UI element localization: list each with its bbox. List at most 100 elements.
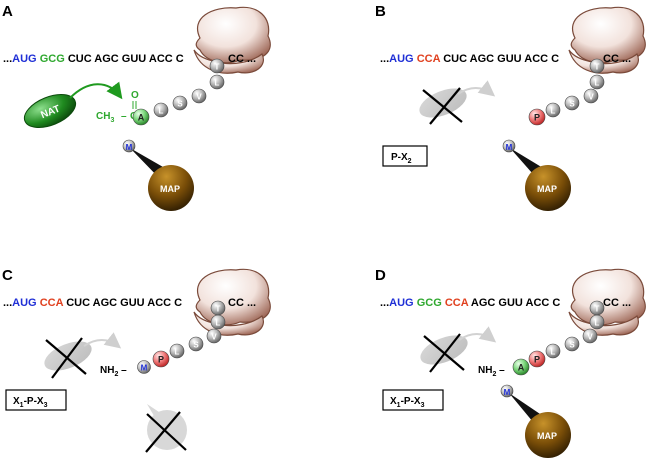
panel-letter: D xyxy=(375,267,386,284)
motif-label: P-X2 xyxy=(391,152,412,165)
mrna-tail: CC ... xyxy=(228,297,256,309)
svg-text:M: M xyxy=(504,388,511,397)
amino-acid-bead xyxy=(545,102,561,118)
mrna-tail: CC ... xyxy=(603,53,631,65)
amino-acid-bead xyxy=(589,300,605,316)
amino-acid-label: P xyxy=(534,355,540,365)
motif-label: X1-P-X3 xyxy=(13,396,48,409)
panel-letter: B xyxy=(375,3,386,20)
amino-acid-label: T xyxy=(595,63,600,72)
amino-acid-label: L xyxy=(175,348,180,357)
bead-met xyxy=(500,384,514,398)
panel-a: A ...AUG GCG CUC AGC GUU ACC C CC ... NA… xyxy=(2,3,271,211)
block-cross xyxy=(146,413,187,451)
amino-acid-label: L xyxy=(215,79,220,88)
amino-acid-label: S xyxy=(569,100,575,109)
amino-acid-label: A xyxy=(518,363,525,373)
mrna-sequence: ...AUG CCA CUC AGC GUU ACC C xyxy=(3,297,182,309)
amino-acid-label: T xyxy=(215,63,220,72)
svg-text:M: M xyxy=(126,143,133,152)
amino-acid-label: P xyxy=(534,113,540,123)
amino-acid-label: S xyxy=(177,100,183,109)
amino-acid-bead xyxy=(172,95,188,111)
amino-acid-label: P xyxy=(158,355,164,365)
ribosome xyxy=(568,268,646,336)
amino-terminus: NH2 – xyxy=(478,365,505,378)
amino-acid-label: A xyxy=(138,113,145,123)
amino-acid-label: T xyxy=(595,305,600,314)
block-cross xyxy=(45,339,87,375)
amino-acid-bead xyxy=(583,88,599,104)
amino-acid-bead xyxy=(210,300,226,316)
amino-acid-label: L xyxy=(595,79,600,88)
bead-met xyxy=(502,139,516,153)
amino-acid-label: V xyxy=(588,93,594,102)
amino-acid-label: S xyxy=(569,341,575,350)
amino-acid-label: T xyxy=(216,305,221,314)
panel-c: C ...AUG CCA CUC AGC GUU ACC C CC ... NH… xyxy=(2,267,271,453)
amino-acid-bead xyxy=(512,358,530,376)
amino-acid-bead xyxy=(589,58,605,74)
nat-enzyme xyxy=(23,94,77,128)
ribosome xyxy=(568,6,646,74)
panel-b: B ...AUG CCA CUC AGC GUU ACC C CC ... MA… xyxy=(375,3,646,211)
panel-letter: C xyxy=(2,267,13,284)
amino-acid-bead xyxy=(137,360,151,374)
amino-acid-label: S xyxy=(193,341,199,350)
amino-acid-bead xyxy=(132,108,150,126)
amino-acid-bead xyxy=(582,328,598,344)
map-blocked xyxy=(145,404,187,453)
amino-acid-bead xyxy=(209,58,225,74)
amino-acid-bead xyxy=(564,95,580,111)
mrna-sequence: ...AUG CCA CUC AGC GUU ACC C xyxy=(380,53,559,65)
acetylation-arrow xyxy=(69,81,123,100)
amino-acid-label: L xyxy=(216,319,221,328)
panel-d: D ...AUG GCG CCA AGC GUU ACC C CC ... NH… xyxy=(375,267,646,458)
amino-acid-bead xyxy=(191,88,207,104)
amino-acid-bead xyxy=(169,343,185,359)
amino-acid-label: M xyxy=(141,364,148,373)
amino-acid-label: V xyxy=(211,333,217,342)
motif-box xyxy=(382,145,428,167)
amino-acid-label: L xyxy=(551,348,556,357)
amino-terminus: NH2 – xyxy=(100,365,127,378)
acetyl-ch3: CH3 xyxy=(96,111,114,124)
motif-label: X1-P-X3 xyxy=(390,396,425,409)
amino-acid-bead xyxy=(528,350,546,368)
map-enzyme xyxy=(525,165,571,211)
amino-acid-bead xyxy=(206,328,222,344)
amino-acid-label: V xyxy=(587,333,593,342)
map-enzyme xyxy=(525,412,571,458)
amino-acid-bead xyxy=(152,350,170,368)
amino-acid-label: L xyxy=(595,319,600,328)
amino-acid-label: V xyxy=(196,93,202,102)
nat-blocked xyxy=(420,326,497,373)
amino-acid-bead xyxy=(209,74,225,90)
block-cross xyxy=(422,89,463,123)
svg-text:–: – xyxy=(121,111,127,122)
svg-text:M: M xyxy=(506,143,513,152)
amino-acid-bead xyxy=(589,74,605,90)
amino-acid-bead xyxy=(564,336,580,352)
panel-letter: A xyxy=(2,3,13,20)
motif-box xyxy=(382,389,444,411)
acetyl-oxygen: O xyxy=(131,90,139,101)
amino-acid-bead xyxy=(153,102,169,118)
amino-acid-bead xyxy=(528,108,546,126)
mrna-sequence: ...AUG GCG CUC AGC GUU ACC C xyxy=(3,53,184,65)
amino-acid-label: L xyxy=(551,107,556,116)
amino-acid-bead xyxy=(545,343,561,359)
map-label: MAP xyxy=(160,184,180,194)
map-enzyme xyxy=(148,165,194,211)
motif-box xyxy=(5,389,67,411)
map-label: MAP xyxy=(537,184,557,194)
nat-blocked xyxy=(44,332,122,379)
nat-blocked xyxy=(419,80,496,125)
bead-met xyxy=(122,139,136,153)
mrna-tail: CC ... xyxy=(603,297,631,309)
